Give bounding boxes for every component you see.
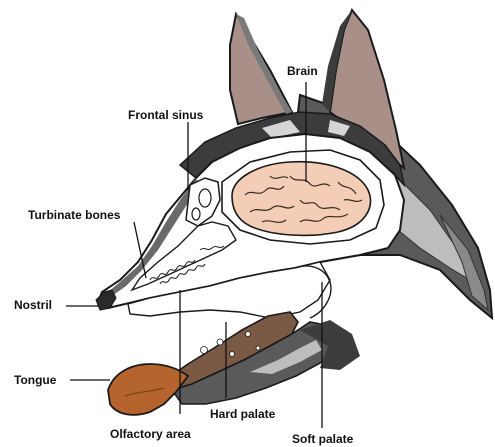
- label-brain: Brain: [287, 64, 318, 78]
- label-olfactory-area: Olfactory area: [110, 427, 191, 441]
- label-hard-palate: Hard palate: [210, 407, 275, 421]
- frontal-sinus-cavity-2: [192, 208, 200, 220]
- brain: [232, 162, 370, 236]
- label-nostril: Nostril: [14, 298, 52, 312]
- label-tongue: Tongue: [14, 373, 56, 387]
- label-frontal-sinus: Frontal sinus: [128, 108, 203, 122]
- label-turbinate-bones: Turbinate bones: [28, 208, 120, 222]
- tongue: [108, 364, 188, 415]
- frontal-sinus-cavity: [199, 189, 211, 207]
- label-soft-palate: Soft palate: [292, 432, 353, 446]
